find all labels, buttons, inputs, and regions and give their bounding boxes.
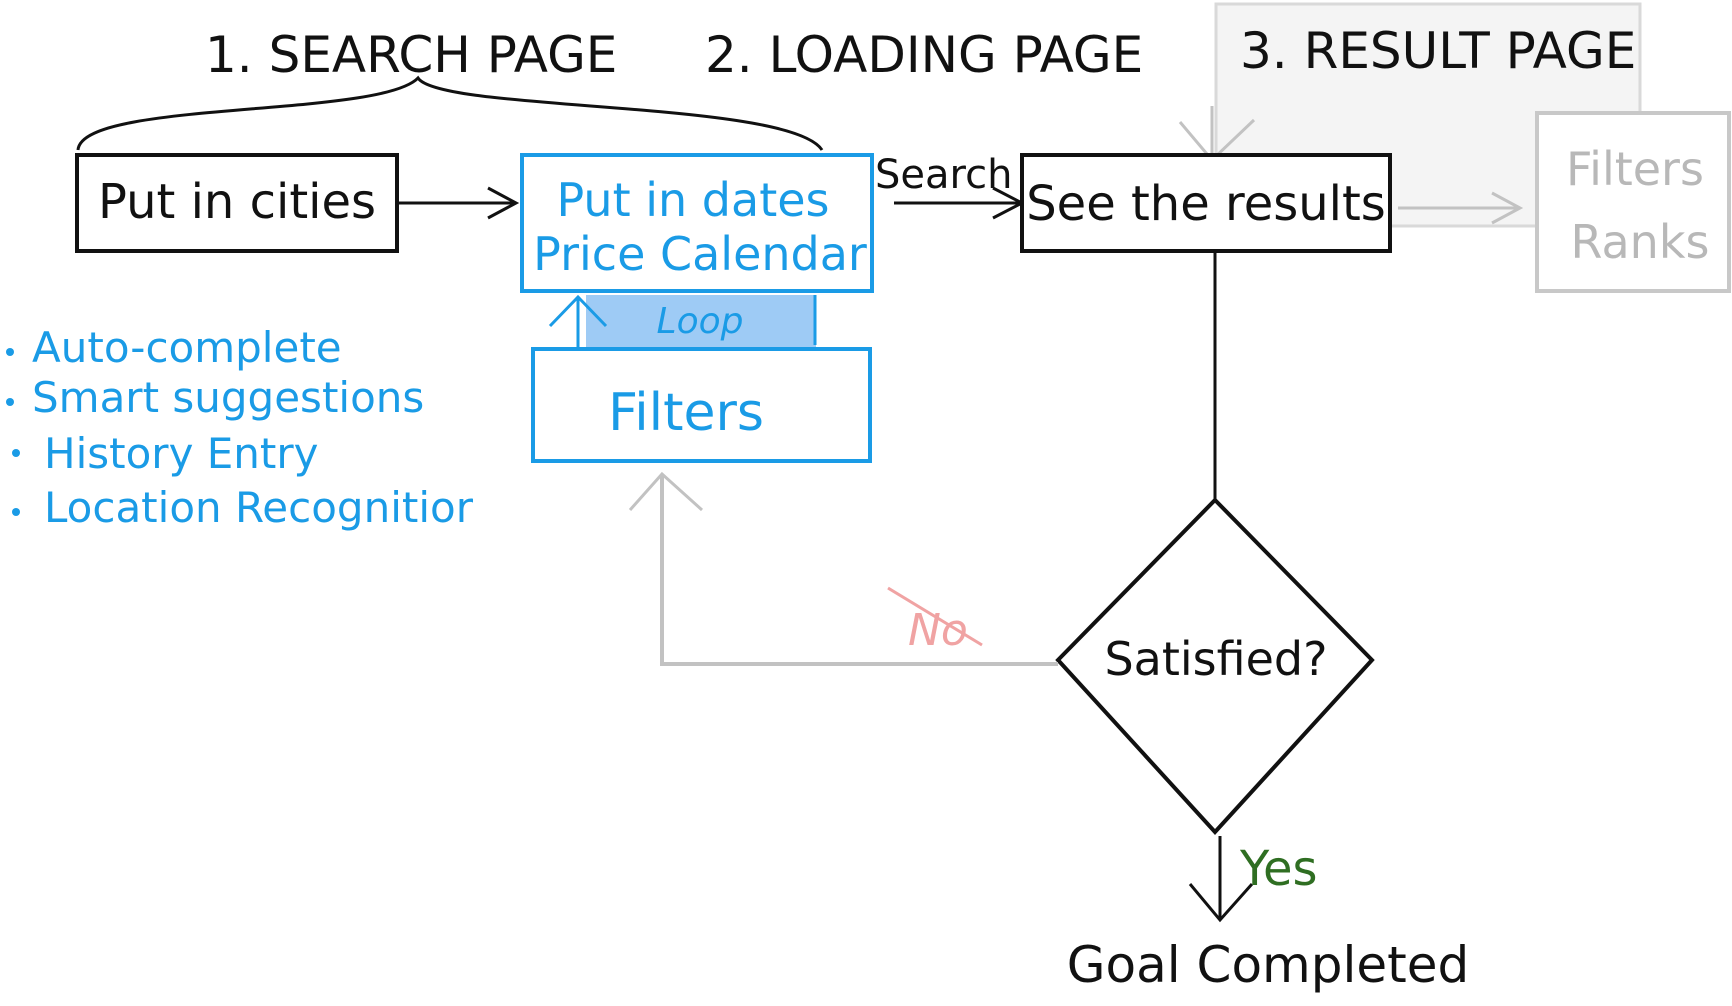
feature-item: Smart suggestions <box>32 373 424 422</box>
put-in-cities-label: Put in cities <box>98 174 376 230</box>
put-in-cities-box <box>75 153 399 253</box>
stage-result-heading: 3. RESULT PAGE <box>1240 22 1636 80</box>
feature-bullet <box>6 398 14 406</box>
loop-label: Loop <box>657 301 744 342</box>
satisfied-diamond <box>1055 497 1375 835</box>
see-results-box <box>1020 153 1392 253</box>
no-path-to-filters <box>660 474 1058 666</box>
feature-bullet <box>12 508 20 516</box>
feature-list: Auto-complete Smart suggestions History … <box>6 323 474 532</box>
search-page-brace <box>76 75 824 151</box>
feature-item: Auto-complete <box>32 323 342 372</box>
side-ranks-label: Ranks <box>1571 215 1710 269</box>
filters-ranks-box <box>1535 111 1731 293</box>
yes-edge-label: Yes <box>1239 841 1317 897</box>
arrowhead-decision-to-goal <box>1188 883 1254 923</box>
stage-loading-heading: 2. LOADING PAGE <box>705 26 1143 84</box>
search-edge-label: Search <box>875 152 1012 198</box>
feature-item: Location Recognitior <box>44 483 474 532</box>
arrowhead-no-to-filters <box>628 471 704 512</box>
filters-label: Filters <box>608 383 764 443</box>
no-strikethrough <box>887 586 983 647</box>
side-filters-label: Filters <box>1566 142 1704 196</box>
feature-bullet <box>6 348 14 356</box>
arrowhead-cities-to-dates <box>487 186 520 220</box>
feature-bullet <box>12 449 20 457</box>
arrowhead-filters-to-dates <box>548 294 608 328</box>
filters-box <box>531 347 872 463</box>
put-in-dates-label: Put in dates <box>557 173 830 227</box>
put-in-dates-box <box>520 153 874 293</box>
feature-item: History Entry <box>44 429 319 478</box>
satisfied-label: Satisfied? <box>1104 632 1327 686</box>
loop-band <box>586 295 816 347</box>
stage-search-heading: 1. SEARCH PAGE <box>205 26 617 84</box>
goal-completed-label: Goal Completed <box>1067 936 1469 994</box>
see-results-label: See the results <box>1026 176 1386 232</box>
arrowhead-results-to-filters-ranks <box>1491 191 1524 225</box>
price-calendar-label: Price Calendar <box>533 227 867 281</box>
